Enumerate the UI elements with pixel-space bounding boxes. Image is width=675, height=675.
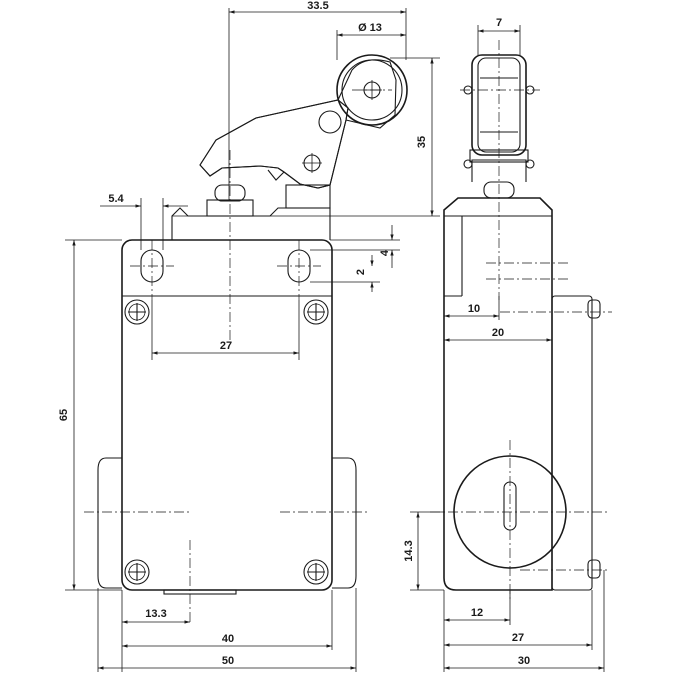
dim-20: 20 bbox=[492, 327, 504, 339]
dim-7: 7 bbox=[496, 17, 502, 29]
dim-10: 10 bbox=[468, 303, 480, 315]
dim-33-5: 33.5 bbox=[307, 0, 328, 12]
dim-14-3: 14.3 bbox=[403, 540, 415, 561]
dim-27-top: 27 bbox=[220, 340, 232, 352]
roller bbox=[336, 54, 408, 126]
side-housing bbox=[443, 197, 553, 591]
dim-27-side: 27 bbox=[512, 632, 524, 644]
dim-35: 35 bbox=[416, 136, 428, 148]
dim-30: 30 bbox=[518, 655, 530, 667]
screw-bottom-left bbox=[124, 559, 150, 585]
dim-13-3: 13.3 bbox=[145, 608, 166, 620]
side-dimensions: 7 10 20 14.3 12 27 30 bbox=[403, 17, 605, 672]
front-housing bbox=[121, 239, 333, 591]
dim-50: 50 bbox=[222, 655, 234, 667]
dim-5-4: 5.4 bbox=[108, 193, 124, 205]
dim-12: 12 bbox=[471, 607, 483, 619]
screw-top-right bbox=[303, 299, 329, 325]
dim-65: 65 bbox=[58, 409, 70, 421]
lever-hole bbox=[318, 110, 342, 134]
dim-2: 2 bbox=[355, 269, 367, 275]
dim-40: 40 bbox=[222, 633, 234, 645]
side-cover bbox=[551, 295, 593, 591]
screw-top-left bbox=[124, 299, 150, 325]
lever-arm bbox=[199, 99, 349, 189]
dim-4: 4 bbox=[379, 249, 391, 256]
front-dimensions: 33.5 Ø 13 35 5.4 4 2 27 65 bbox=[58, 0, 440, 672]
dim-roller-diameter: Ø 13 bbox=[358, 22, 382, 34]
side-view bbox=[430, 40, 612, 600]
screw-bottom-right bbox=[303, 559, 329, 585]
front-view bbox=[84, 54, 408, 625]
